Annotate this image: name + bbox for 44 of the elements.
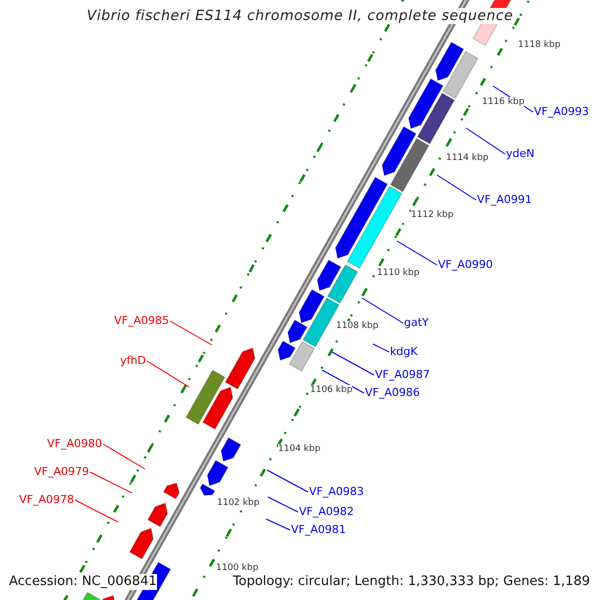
gene-label: gatY <box>404 316 429 329</box>
gene-label: VF_A0990 <box>438 258 493 271</box>
leader-line <box>436 174 476 200</box>
scale-label: 1116 kbp <box>482 97 524 108</box>
gene-label: kdgK <box>390 345 418 358</box>
leader-line <box>146 360 190 388</box>
footer-text: Accession: NC_006841 <box>9 574 157 590</box>
gene-label: VF_A0991 <box>477 193 532 206</box>
scale-label: 1114 kbp <box>446 153 488 164</box>
gene-label: VF_A0978 <box>19 493 74 506</box>
scale-label: 1102 kbp <box>217 498 260 509</box>
leader-line <box>102 444 146 470</box>
gene-label: VF_A0993 <box>534 105 589 118</box>
leader-line <box>266 470 308 492</box>
leader-line <box>466 128 506 154</box>
leader-line <box>170 320 212 346</box>
gene-label: ydeN <box>506 147 534 160</box>
scale-label: 1110 kbp <box>377 268 420 279</box>
scale-label: 1104 kbp <box>278 444 320 455</box>
leader-line <box>322 370 364 394</box>
gene-label: VF_A0981 <box>291 523 346 536</box>
leader-line <box>372 344 390 352</box>
leader-line <box>268 496 298 512</box>
leader-line <box>90 472 132 494</box>
leader-line <box>332 352 374 376</box>
gene-label: VF_A0983 <box>309 485 364 498</box>
gene-label: VF_A0980 <box>47 437 102 450</box>
gene-label: VF_A0986 <box>365 386 420 399</box>
gene-label: VF_A0987 <box>375 368 430 381</box>
gene-label: yfhD <box>120 354 146 367</box>
gene-label: VF_A0985 <box>114 314 169 327</box>
leader-line <box>396 240 438 266</box>
leader-line <box>74 500 118 522</box>
scale-label: 1100 kbp <box>216 563 258 574</box>
scale-label: 1108 kbp <box>336 321 378 332</box>
footer-text: Topology: circular; Length: 1,330,333 bp; Genes: 1,189 <box>232 574 590 590</box>
gene-label: VF_A0979 <box>34 465 89 478</box>
scale-label: 1106 kbp <box>310 385 352 396</box>
title: Vibrio fischeri ES114 chromosome II, complete sequence <box>86 8 514 24</box>
scale-label: 1118 kbp <box>518 40 560 51</box>
leader-line <box>266 518 290 530</box>
scale-label: 1112 kbp <box>411 210 454 221</box>
leader-line <box>362 298 404 324</box>
gene-label: VF_A0982 <box>299 505 354 518</box>
